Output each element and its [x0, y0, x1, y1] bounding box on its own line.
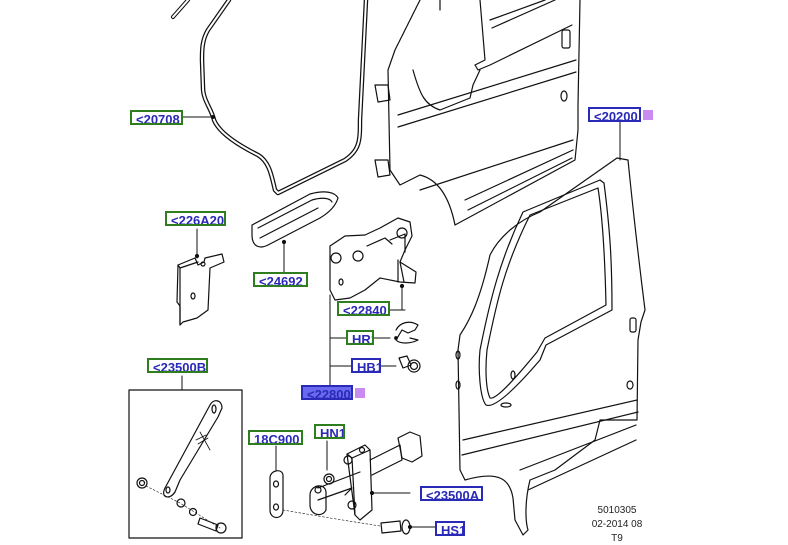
nut-drawing — [323, 440, 335, 485]
diagram-reference-number: 5010305 — [597, 505, 637, 516]
callout-gasket[interactable]: 18C900 — [248, 430, 303, 445]
callout-hinge-assembly[interactable]: <22800 — [301, 385, 353, 400]
rear-door-shell-drawing — [374, 0, 581, 226]
diagram-code: T9 — [611, 533, 623, 544]
door-pad-drawing — [251, 191, 339, 281]
upper-hinge-drawing — [329, 217, 417, 393]
check-strap-drawing — [309, 431, 423, 521]
callout-check-strap-kit[interactable]: <23500B — [147, 358, 208, 373]
callout-bolt[interactable]: HB1 — [351, 358, 381, 373]
front-door-shell-drawing — [455, 157, 646, 536]
bolt-drawing — [398, 355, 421, 373]
callout-upper-hinge[interactable]: <22840 — [337, 301, 390, 316]
door-seal-drawing — [171, 0, 369, 196]
callout-check-strap[interactable]: <23500A — [420, 486, 483, 501]
callout-door-shell[interactable]: <20200 — [588, 107, 641, 122]
callout-door-pad[interactable]: <24692 — [253, 272, 308, 287]
diagram-date: 02-2014 08 — [591, 519, 643, 530]
gasket-drawing — [269, 445, 284, 519]
door-shell-marker — [643, 110, 653, 120]
callout-nut[interactable]: HN1 — [314, 424, 345, 439]
callout-retainer[interactable]: HR1 — [346, 330, 374, 345]
leader-lines — [182, 115, 621, 161]
screw-drawing — [282, 509, 436, 535]
retainer-clip-drawing — [394, 321, 419, 344]
hinge-assembly-marker — [355, 388, 365, 398]
mounting-bracket-drawing — [176, 228, 225, 326]
check-strap-kit-drawing — [128, 375, 243, 539]
callout-door-seal[interactable]: <20708 — [130, 110, 183, 125]
callout-mounting-bracket[interactable]: <226A20 — [165, 211, 226, 226]
callout-screw[interactable]: HS1 — [435, 521, 465, 536]
